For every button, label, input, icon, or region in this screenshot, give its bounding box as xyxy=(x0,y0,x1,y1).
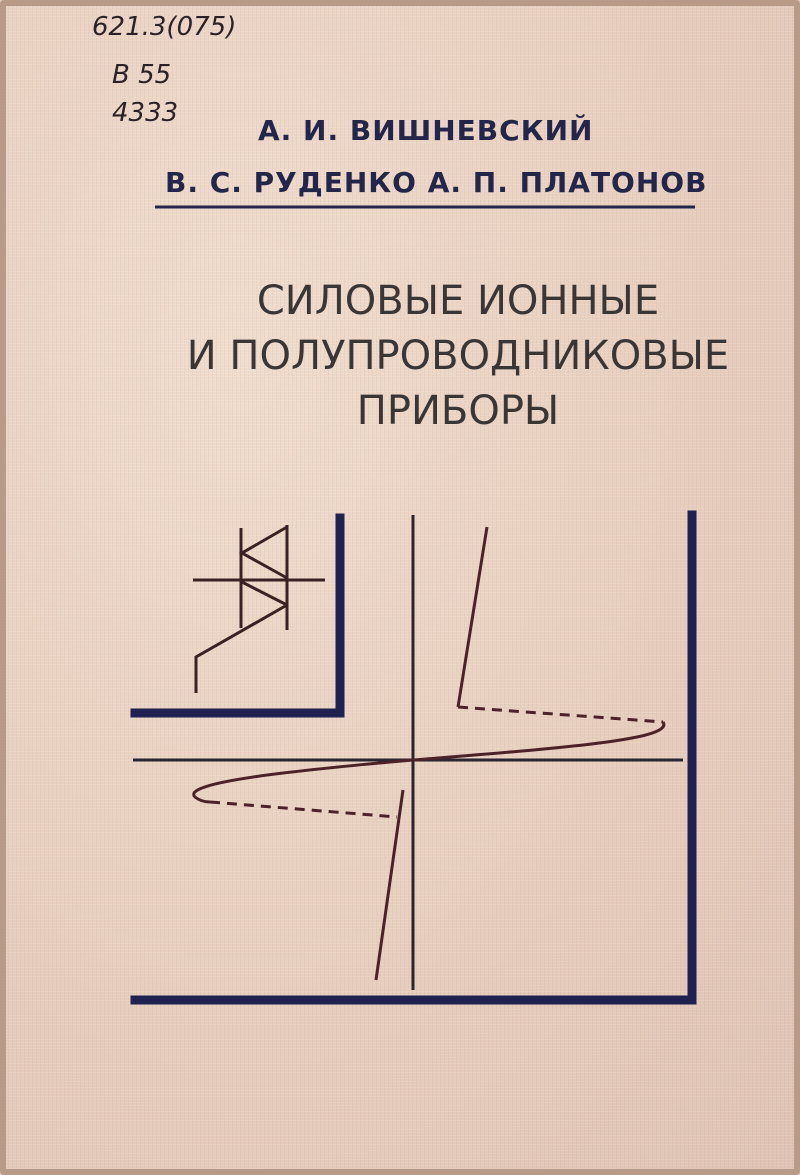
triac-icon xyxy=(193,525,325,693)
shelf-mark-line1: 621.3(075) xyxy=(92,12,237,42)
title-line-1: СИЛОВЫЕ ИОННЫЕ xyxy=(256,278,660,324)
author-line-1: А. И. ВИШНЕВСКИЙ xyxy=(258,114,594,147)
outer-corner-frame xyxy=(130,510,697,1005)
title-line-3: ПРИБОРЫ xyxy=(356,388,560,434)
shelf-mark-line2: В 55 xyxy=(112,60,172,90)
shelf-mark-line3: 4333 xyxy=(112,98,179,128)
author-line-2: В. С. РУДЕНКО А. П. ПЛАТОНОВ xyxy=(165,166,708,199)
characteristic-curve xyxy=(192,526,666,981)
title-line-2: И ПОЛУПРОВОДНИКОВЫЕ xyxy=(186,333,730,379)
inner-corner-frame xyxy=(130,513,345,718)
